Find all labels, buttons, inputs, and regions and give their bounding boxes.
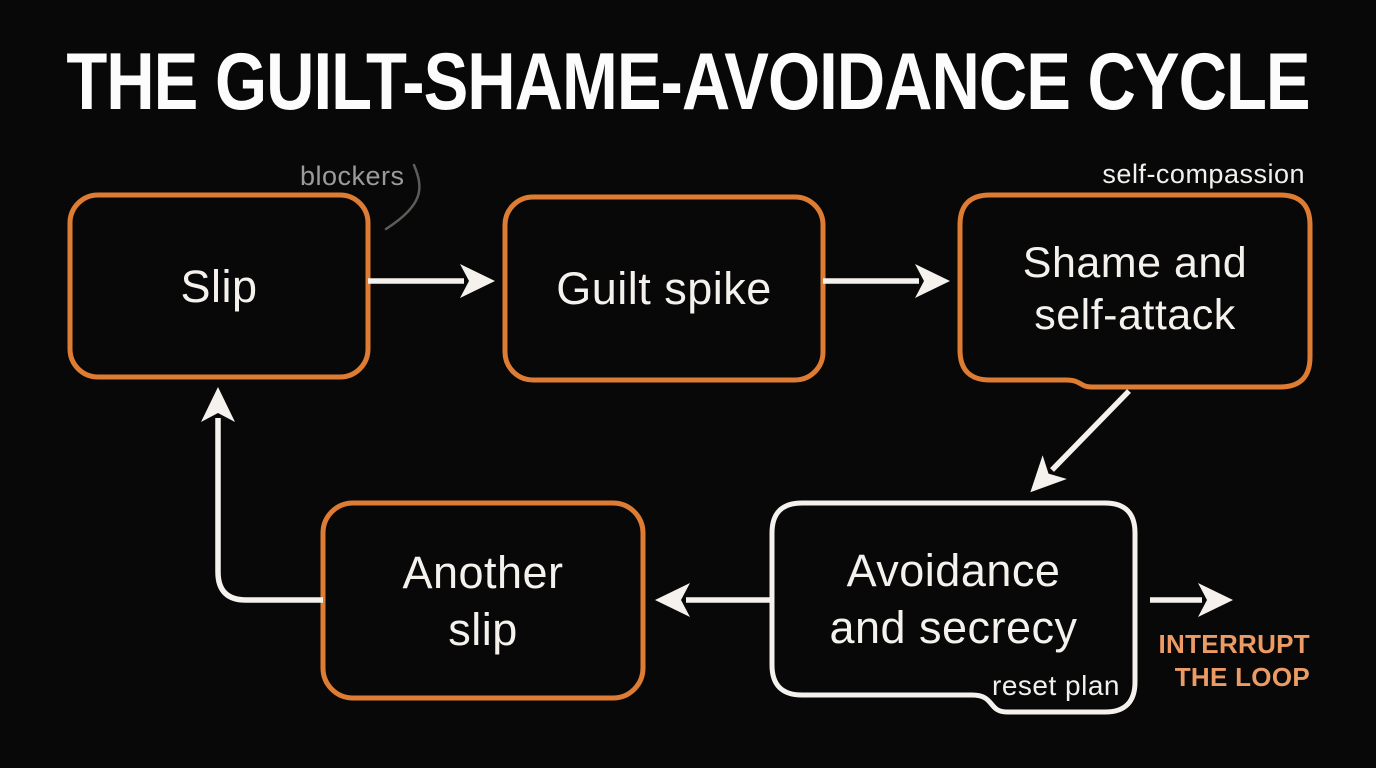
shame-box-outline bbox=[957, 192, 1313, 390]
arrow-another-slip-to-slip bbox=[201, 387, 323, 603]
avoidance-box-label: Avoidance and secrecy bbox=[772, 503, 1135, 695]
slip-box-label: Slip bbox=[70, 195, 368, 377]
reset-plan-annotation: reset plan bbox=[992, 670, 1120, 701]
avoidance-label-line2: and secrecy bbox=[829, 602, 1078, 653]
interrupt-line1: INTERRUPT bbox=[1158, 629, 1310, 659]
shame-box-label: Shame and self-attack bbox=[960, 195, 1310, 382]
interrupt-the-loop-label: INTERRUPT THE LOOP bbox=[1159, 628, 1310, 694]
blockers-annotation: blockers bbox=[300, 161, 405, 191]
shame-label-line2: self-attack bbox=[1034, 290, 1236, 339]
another-slip-box-label: Another slip bbox=[323, 503, 643, 698]
arrow-shame-to-avoidance bbox=[1030, 389, 1131, 493]
avoidance-label-line1: Avoidance bbox=[846, 545, 1061, 596]
guilt-spike-box-outline bbox=[502, 194, 826, 383]
interrupt-line2: THE LOOP bbox=[1174, 662, 1310, 692]
guilt-spike-label-text: Guilt spike bbox=[556, 263, 772, 314]
guilt-spike-box-label: Guilt spike bbox=[505, 197, 823, 380]
blockers-connector-swoosh bbox=[384, 163, 421, 231]
page-title: THE GUILT-SHAME-AVOIDANCE CYCLE bbox=[66, 37, 1310, 128]
slip-label-text: Slip bbox=[180, 260, 258, 312]
avoidance-box-outline bbox=[769, 500, 1138, 715]
another-slip-label-line2: slip bbox=[448, 603, 518, 655]
self-compassion-annotation: self-compassion bbox=[1102, 159, 1305, 189]
another-slip-label-line1: Another bbox=[402, 546, 564, 598]
shame-label-line1: Shame and bbox=[1022, 238, 1248, 287]
slip-box-outline bbox=[67, 192, 371, 380]
